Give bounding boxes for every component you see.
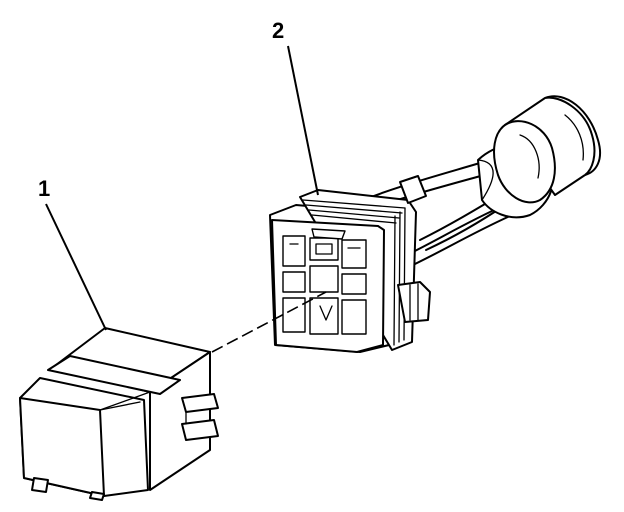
callout-1: 1 bbox=[38, 176, 50, 201]
leader-line-2 bbox=[287, 45, 319, 196]
leader-line-1 bbox=[45, 203, 107, 331]
alignment-line bbox=[211, 291, 327, 353]
relay-connector bbox=[269, 175, 431, 353]
callout-2: 2 bbox=[272, 18, 284, 43]
wire-harness bbox=[349, 95, 602, 273]
relay bbox=[19, 327, 219, 501]
